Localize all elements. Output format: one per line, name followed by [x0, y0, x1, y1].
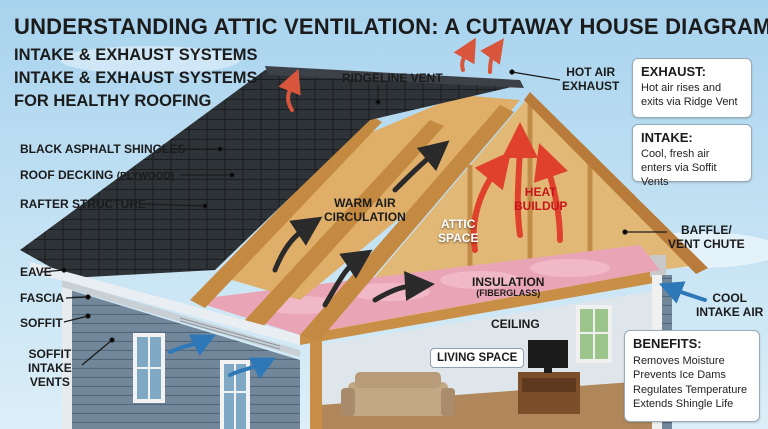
- window-left-1: [133, 333, 165, 403]
- label-baffle-vent-chute: BAFFLE/ VENT CHUTE: [668, 223, 745, 252]
- label-attic-line-2: SPACE: [438, 230, 479, 245]
- benefit-item: Prevents Ice Dams: [633, 369, 726, 382]
- label-hot-air-line-1: HOT AIR: [566, 65, 616, 79]
- label-baffle-line-2: VENT CHUTE: [668, 236, 745, 251]
- label-cool-line-1: COOL: [712, 291, 747, 305]
- label-decking-note: (PLYWOOD): [116, 171, 175, 182]
- label-soffit: SOFFIT: [20, 316, 63, 330]
- label-soffit-vents-line-3: VENTS: [29, 374, 70, 389]
- label-hot-air-line-2: EXHAUST: [562, 78, 620, 93]
- ceiling-joist: [300, 270, 660, 345]
- label-insulation-text: INSULATION: [472, 275, 545, 289]
- label-soffit-vents-line-2: INTAKE: [28, 360, 72, 375]
- subtitle-line-3: FOR HEALTHY ROOFING: [14, 92, 212, 110]
- label-insulation-note: (FIBERGLASS): [476, 288, 541, 299]
- diagram-title: UNDERSTANDING ATTIC VENTILATION: A CUTAW…: [14, 14, 768, 39]
- label-soffit-intake-vents: SOFFIT INTAKE VENTS: [28, 347, 72, 389]
- benefit-item: Regulates Temperature: [633, 383, 748, 396]
- label-eave: EAVE: [20, 265, 52, 279]
- eave-gutter: [30, 262, 300, 345]
- rafters: [190, 105, 514, 342]
- intake-card-heading: INTAKE:: [641, 130, 693, 145]
- label-fascia: FASCIA: [20, 291, 65, 305]
- heat-buildup-arrows: [470, 122, 568, 253]
- label-hot-air-exhaust: HOT AIR EXHAUST: [562, 65, 620, 94]
- label-attic-space: ATTIC SPACE: [438, 217, 479, 246]
- label-living-space: LIVING SPACE: [430, 348, 525, 368]
- exhaust-card-heading: EXHAUST:: [641, 64, 707, 79]
- tv-stand: [518, 340, 580, 414]
- label-ridgeline-vent: RIDGELINE VENT: [342, 71, 443, 85]
- leader-lines: [41, 69, 667, 366]
- fascia-board: [62, 270, 72, 429]
- label-cool-line-2: INTAKE AIR: [696, 304, 764, 319]
- label-heat-line-2: BUILDUP: [514, 198, 568, 213]
- label-rafter: RAFTER STRUCTURE: [20, 197, 146, 211]
- sofa: [341, 372, 455, 416]
- exhaust-card-text: Hot air rises and exits via Ridge Vent: [641, 82, 738, 108]
- label-decking: ROOF DECKING (PLYWOOD): [20, 169, 174, 182]
- warm-air-arrows: [272, 140, 450, 308]
- hot-air-exhaust-arrows: [278, 37, 504, 112]
- benefits-card-heading: BENEFITS:: [633, 336, 702, 351]
- intake-card-text: Cool, fresh air enters via Soffit Vents: [641, 148, 717, 188]
- label-decking-text: ROOF DECKING: [20, 168, 114, 182]
- subtitle-line-1: INTAKE & EXHAUST SYSTEMS: [14, 46, 258, 64]
- benefits-card: BENEFITS: Removes Moisture Prevents Ice …: [624, 330, 760, 422]
- label-heat-line-1: HEAT: [524, 185, 557, 199]
- intake-card: INTAKE: Cool, fresh air enters via Soffi…: [632, 124, 752, 188]
- benefit-item: Removes Moisture: [633, 355, 725, 367]
- label-heat-buildup: HEAT BUILDUP: [514, 185, 568, 214]
- label-attic-line-1: ATTIC: [441, 217, 476, 231]
- label-warm-air-line-1: WARM AIR: [334, 196, 396, 210]
- cool-intake-arrows: [168, 281, 707, 380]
- label-warm-air-circulation: WARM AIR CIRCULATION: [324, 196, 406, 225]
- label-soffit-vents-line-1: SOFFIT: [28, 347, 72, 361]
- label-ceiling: CEILING: [491, 317, 540, 331]
- exhaust-card: EXHAUST: Hot air rises and exits via Rid…: [632, 58, 752, 118]
- label-baffle-line-1: BAFFLE/: [681, 223, 732, 237]
- soffit-vent-grille: [179, 317, 281, 350]
- black-asphalt-shingles: [20, 70, 520, 278]
- subtitle-line-2: INTAKE & EXHAUST SYSTEMS: [14, 69, 258, 87]
- ridgeline-vent: [265, 66, 524, 88]
- label-shingles: BLACK ASPHALT SHINGLES: [20, 142, 186, 156]
- benefit-item: Extends Shingle Life: [633, 397, 734, 410]
- label-warm-air-line-2: CIRCULATION: [324, 209, 406, 224]
- label-insulation: INSULATION (FIBERGLASS): [472, 275, 545, 299]
- interior-window: [576, 305, 612, 363]
- label-cool-intake-air: COOL INTAKE AIR: [696, 291, 764, 320]
